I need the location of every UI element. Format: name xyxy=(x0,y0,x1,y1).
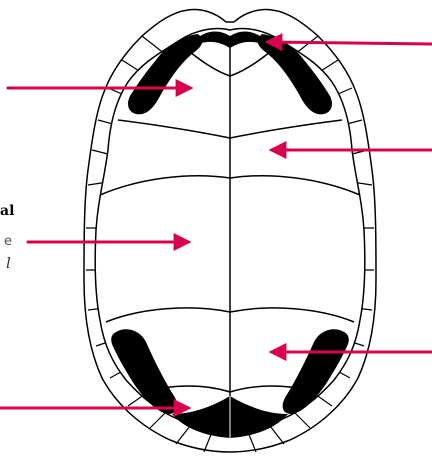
arrow-gular xyxy=(268,42,432,44)
abdominal-label-partial: al xyxy=(0,204,14,218)
scute-label-partial: e xyxy=(4,235,13,248)
italic-label-partial: l xyxy=(6,256,11,271)
plastron-outline xyxy=(84,10,376,453)
